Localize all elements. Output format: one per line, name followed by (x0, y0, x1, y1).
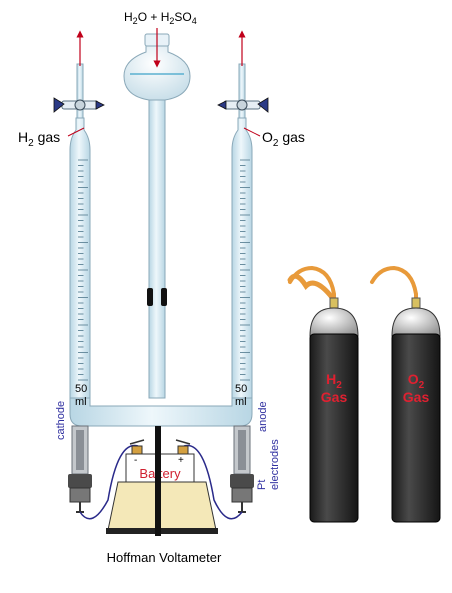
h2-gas-label: H2 gas (18, 129, 60, 149)
battery-plus: + (178, 455, 184, 466)
o2-cylinder-gas-label: Gas (403, 389, 430, 405)
clamp-left (147, 288, 153, 306)
cathode-label: cathode (55, 401, 67, 440)
o2-hose (370, 265, 418, 302)
glass-apparatus (69, 33, 253, 536)
cathode-wire (79, 444, 139, 520)
o2-gas-cylinder: O2 Gas (370, 265, 441, 523)
anode-wire (183, 444, 243, 520)
rod-front (155, 440, 161, 536)
right-stopcock (217, 97, 269, 113)
right-scale-unit: ml (235, 396, 247, 408)
electrodes-label: electrodes (269, 439, 281, 490)
left-electrode (68, 425, 92, 513)
right-electrode (230, 425, 254, 513)
bottom-manifold (69, 397, 253, 427)
anode-label: anode (257, 401, 269, 432)
left-scale-value: 50 (75, 383, 87, 395)
h2-cylinder-gas-label: Gas (321, 389, 348, 405)
left-scale-ticks (78, 159, 88, 381)
o2-leader-line (243, 127, 261, 137)
h2-cylinder-label: H2 (326, 371, 342, 391)
right-scale-value: 50 (235, 383, 247, 395)
reagent-label: H2O + H2SO4 (124, 10, 197, 26)
central-tube (148, 97, 166, 399)
left-scale-unit: ml (75, 396, 87, 408)
battery-stand (106, 481, 218, 534)
right-scale-ticks (240, 159, 250, 381)
o2-cylinder-label: O2 (408, 371, 425, 391)
h2-cylinder-body (309, 333, 359, 523)
o2-gas-label: O2 gas (262, 129, 305, 149)
battery-minus: - (134, 455, 137, 466)
o2-cylinder-body (391, 333, 441, 523)
left-stopcock (53, 97, 105, 113)
diagram-caption: Hoffman Voltameter (107, 550, 222, 565)
pt-label: Pt (256, 480, 268, 490)
reservoir-bulb (123, 43, 191, 101)
h2-gas-cylinder: H2 Gas (287, 265, 359, 523)
stopcock-handle-icon (53, 97, 65, 113)
stopcock-handle-icon (257, 97, 269, 113)
h2-leader-line (67, 127, 85, 137)
clamp-right (161, 288, 167, 306)
